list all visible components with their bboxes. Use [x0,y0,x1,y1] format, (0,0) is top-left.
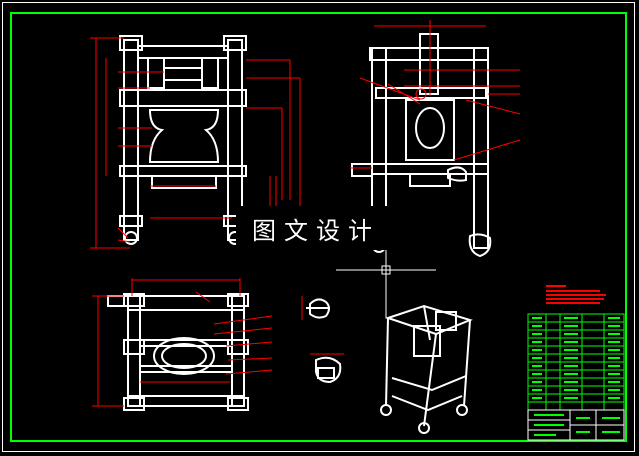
isometric-view[interactable] [380,304,473,434]
top-view-dimensions [92,278,273,407]
parts-list-table [527,313,625,411]
sheet-outer-border [2,2,635,452]
detail-part-upper[interactable] [306,298,330,319]
parts-list-fill [532,317,620,399]
side-view-dimensions [350,20,521,169]
detail-dimensions [301,296,344,355]
title-block-fill [534,414,620,436]
watermark-label: 图文设计 [236,206,396,250]
sheet-inner-border [10,12,627,442]
top-view[interactable] [107,293,249,411]
front-view[interactable] [119,35,247,245]
detail-part-lower[interactable] [315,356,342,384]
title-block [527,409,625,441]
technical-notes [546,285,606,304]
